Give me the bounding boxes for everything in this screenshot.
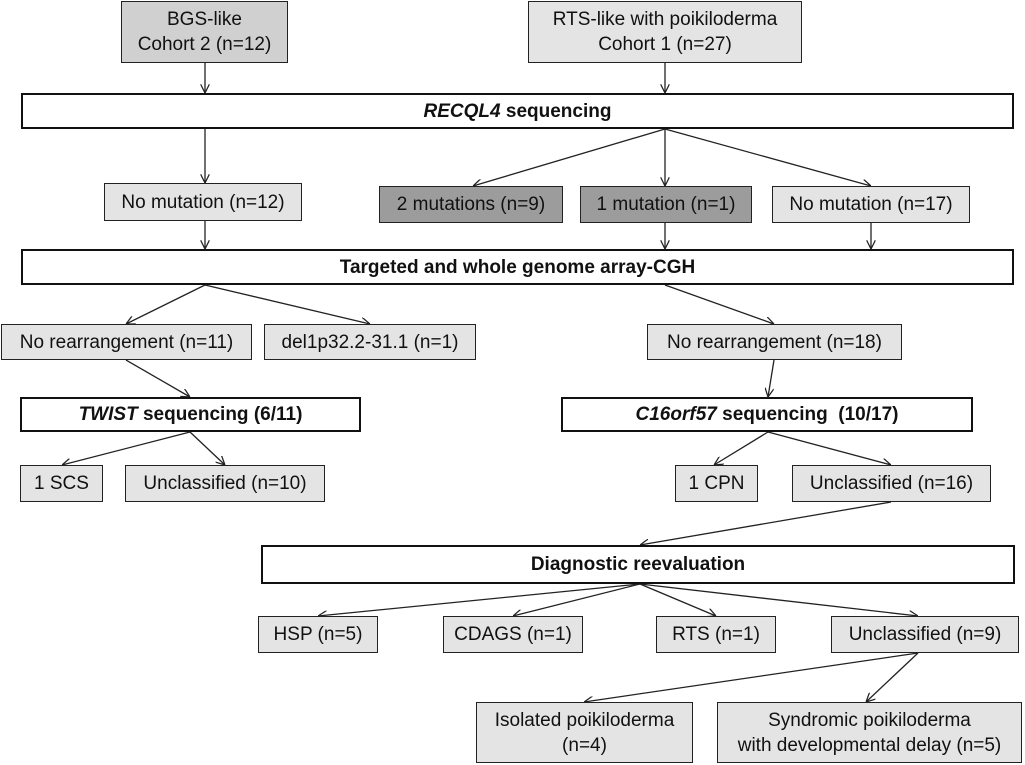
- arrow-recql4-to-two-mutations: [473, 128, 666, 186]
- isolated-poikiloderma-line2: (n=4): [562, 734, 607, 756]
- cpn-label: 1 CPN: [688, 473, 745, 494]
- arrow-twist-to-unclassified: [189, 431, 225, 465]
- one-mutation-label: 1 mutation (n=1): [596, 194, 736, 215]
- arrow-twist-to-scs: [62, 431, 191, 465]
- two-mutations-label: 2 mutations (n=9): [396, 194, 546, 215]
- arrow-recql4-to-right-no-mutation: [664, 128, 871, 186]
- right-no-rearrangement-box: No rearrangement (n=18): [647, 324, 902, 360]
- rts-box: RTS (n=1): [656, 616, 776, 653]
- cohort-1-line2: Cohort 1 (n=27): [598, 34, 732, 55]
- diagnostic-reevaluation-step: Diagnostic reevaluation: [261, 545, 1015, 584]
- arrow-reevaluation-to-unclassified: [639, 583, 918, 616]
- arrow-c16-to-cpn: [714, 431, 769, 465]
- syndromic-poikiloderma-line2: with developmental delay (n=5): [737, 734, 1002, 756]
- twist-unclassified-label: Unclassified (n=10): [143, 473, 307, 494]
- hsp-box: HSP (n=5): [258, 616, 378, 653]
- deletion-label: del1p32.2-31.1 (n=1): [281, 331, 459, 353]
- c16orf57-unclassified-label: Unclassified (n=16): [809, 473, 974, 494]
- syndromic-poikiloderma-line1: Syndromic poikiloderma: [768, 709, 971, 731]
- right-no-mutation-box: No mutation (n=17): [772, 186, 970, 223]
- twist-unclassified-box: Unclassified (n=10): [125, 465, 325, 502]
- cpn-box: 1 CPN: [675, 465, 758, 502]
- right-no-rearrangement-label: No rearrangement (n=18): [667, 331, 882, 353]
- arrow-left-no-rearrangement-to-twist: [125, 359, 190, 397]
- recql4-label: sequencing: [500, 100, 612, 122]
- recql4-gene: RECQL4: [423, 100, 501, 122]
- arrow-c16-to-unclassified: [767, 431, 891, 465]
- arrow-reevaluation-to-cdags: [513, 583, 641, 616]
- cohort-2-line2: Cohort 2 (n=12): [137, 34, 272, 55]
- c16orf57-label: sequencing (10/17): [716, 404, 899, 425]
- reevaluation-unclassified-box: Unclassified (n=9): [831, 616, 1019, 653]
- cohort-1-line1: RTS-like with poikiloderma: [552, 9, 778, 30]
- array-cgh-label: Targeted and whole genome array-CGH: [339, 256, 696, 278]
- diagnostic-reevaluation-label: Diagnostic reevaluation: [530, 554, 746, 575]
- array-cgh-step: Targeted and whole genome array-CGH: [21, 249, 1014, 285]
- recql4-sequencing-step: RECQL4 sequencing: [21, 93, 1014, 129]
- two-mutations-box: 2 mutations (n=9): [379, 186, 563, 223]
- twist-sequencing-step: TWIST sequencing (6/11): [20, 397, 361, 432]
- cohort-2-box: BGS-like Cohort 2 (n=12): [121, 1, 288, 63]
- syndromic-poikiloderma-box: Syndromic poikiloderma with developmenta…: [717, 702, 1022, 763]
- arrow-cgh-to-right-no-rearrangement: [664, 284, 774, 324]
- scs-label: 1 SCS: [34, 473, 89, 494]
- cohort-2-line1: BGS-like: [167, 9, 242, 30]
- c16orf57-sequencing-step: C16orf57 sequencing (10/17): [561, 397, 973, 432]
- arrow-cgh-to-deletion: [204, 284, 370, 324]
- arrow-unclassified-to-syndromic: [866, 652, 919, 702]
- c16orf57-gene: C16orf57: [635, 404, 717, 425]
- twist-gene: TWIST: [78, 404, 138, 425]
- hsp-label: HSP (n=5): [273, 624, 363, 645]
- left-no-mutation-label: No mutation (n=12): [121, 191, 285, 213]
- c16orf57-unclassified-box: Unclassified (n=16): [792, 465, 991, 502]
- right-no-mutation-label: No mutation (n=17): [789, 194, 953, 215]
- left-no-rearrangement-label: No rearrangement (n=11): [19, 331, 234, 353]
- arrow-cgh-to-left-no-rearrangement: [126, 284, 206, 324]
- arrow-right-no-rearrangement-to-c16: [768, 359, 775, 397]
- rts-label: RTS (n=1): [672, 624, 760, 645]
- scs-box: 1 SCS: [20, 465, 103, 502]
- reevaluation-unclassified-label: Unclassified (n=9): [848, 624, 1002, 645]
- twist-label: sequencing (6/11): [137, 404, 303, 425]
- cdags-label: CDAGS (n=1): [454, 624, 572, 645]
- arrow-unclassified-to-isolated: [584, 652, 919, 702]
- one-mutation-box: 1 mutation (n=1): [580, 186, 752, 223]
- cdags-box: CDAGS (n=1): [443, 616, 583, 653]
- deletion-box: del1p32.2-31.1 (n=1): [264, 324, 476, 360]
- arrow-reevaluation-to-rts: [639, 583, 716, 616]
- arrow-unclassified-to-reevaluation: [640, 501, 892, 545]
- isolated-poikiloderma-box: Isolated poikiloderma (n=4): [476, 702, 693, 763]
- isolated-poikiloderma-line1: Isolated poikiloderma: [494, 709, 675, 731]
- left-no-mutation-box: No mutation (n=12): [104, 183, 302, 221]
- cohort-1-box: RTS-like with poikiloderma Cohort 1 (n=2…: [528, 1, 802, 63]
- arrow-reevaluation-to-hsp: [318, 583, 641, 616]
- left-no-rearrangement-box: No rearrangement (n=11): [1, 324, 252, 360]
